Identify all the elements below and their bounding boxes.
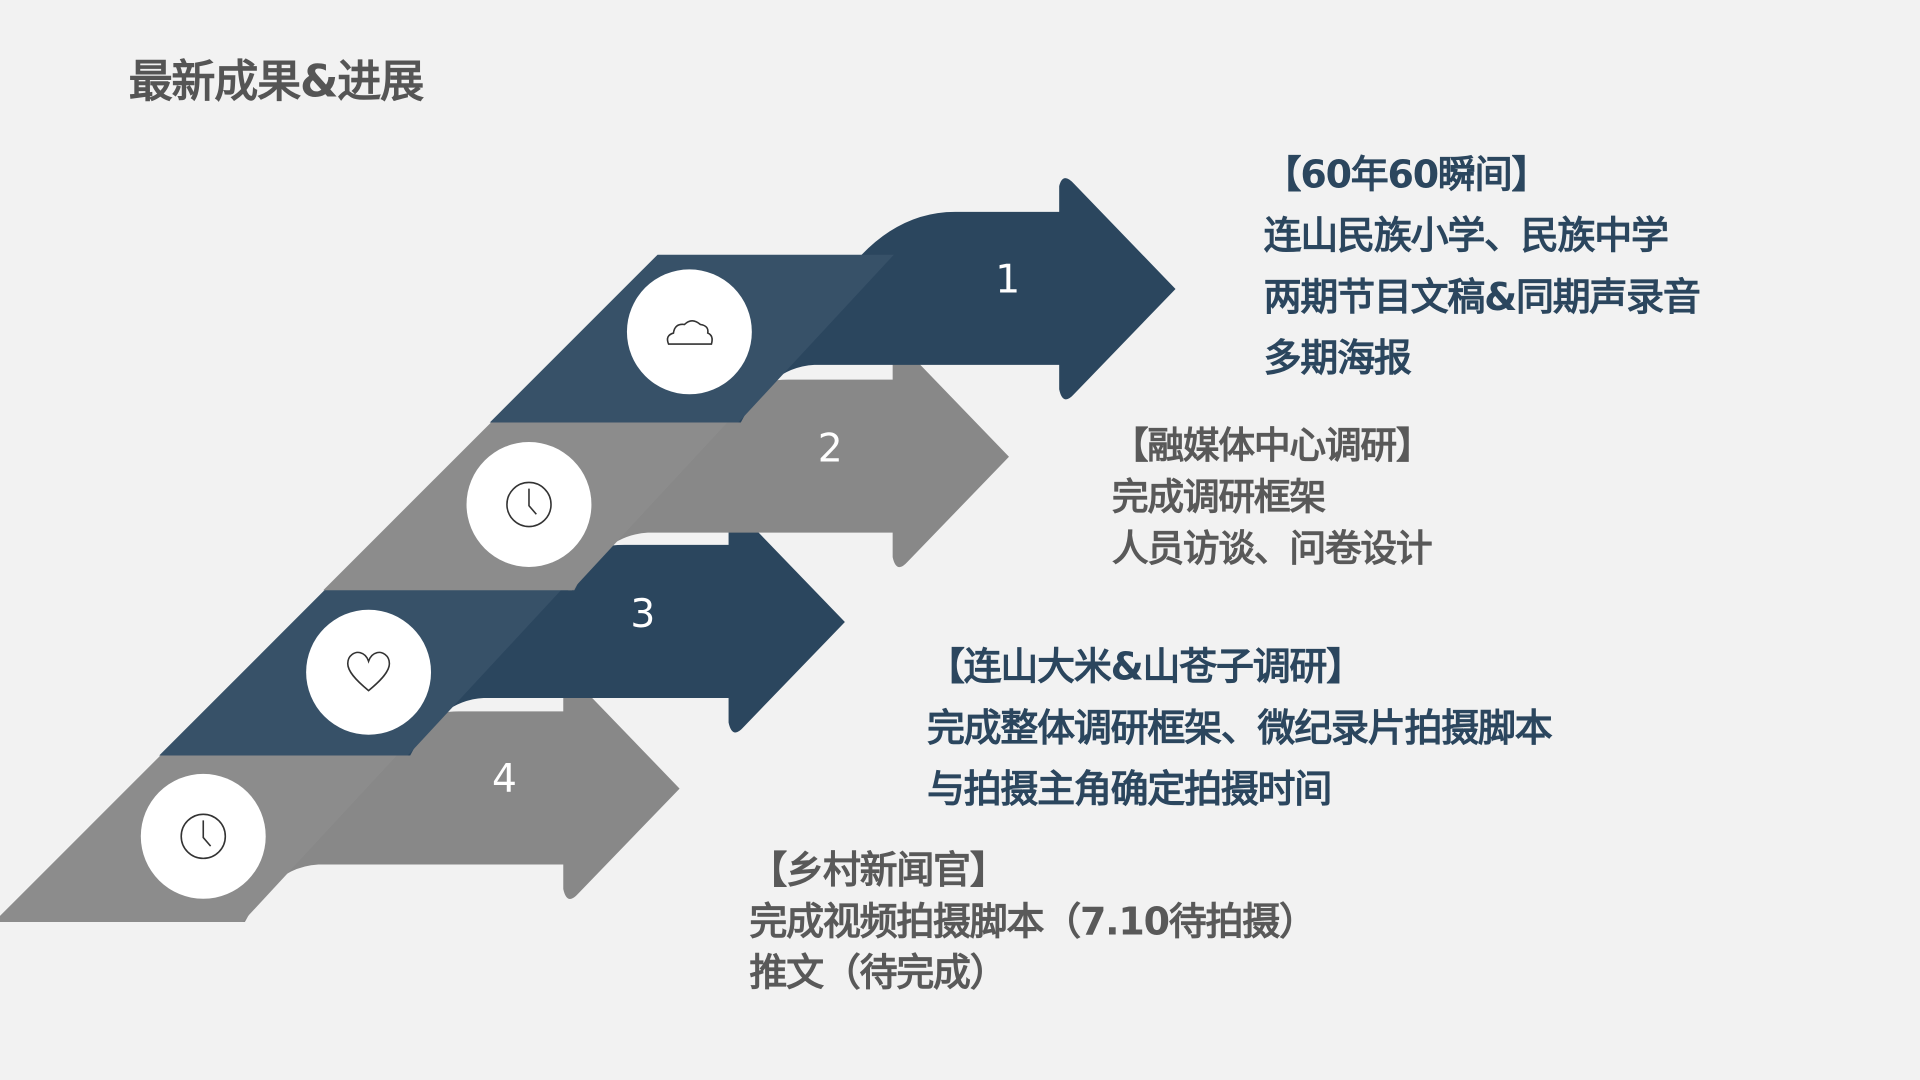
step-3-number: 3 bbox=[630, 590, 656, 637]
step-1-icon-circle bbox=[626, 269, 752, 395]
step-4-line: 完成视频拍摄脚本（7.10待拍摄） bbox=[749, 900, 1317, 945]
step-1-number: 1 bbox=[995, 255, 1021, 303]
step-1-line: 连山民族小学、民族中学 bbox=[1263, 214, 1669, 259]
clock-icon bbox=[180, 813, 227, 860]
step-2-line: 人员访谈、问卷设计 bbox=[1111, 527, 1433, 571]
step-4-line: 推文（待完成） bbox=[749, 951, 1007, 996]
clock-icon bbox=[506, 481, 552, 528]
page-title: 最新成果&进展 bbox=[128, 57, 425, 108]
step-2-icon-circle bbox=[466, 442, 592, 567]
heart-icon bbox=[346, 651, 391, 692]
step-3-description: 【连山大米&山苍子调研】 完成整体调研框架、微纪录片拍摄脚本 与拍摄主角确定拍摄… bbox=[926, 637, 1553, 821]
step-1-line: 多期海报 bbox=[1263, 336, 1412, 381]
step-1-description: 【60年60瞬间】 连山民族小学、民族中学 两期节目文稿&同期声录音 多期海报 bbox=[1263, 144, 1701, 389]
step-2-description: 【融媒体中心调研】 完成调研框架 人员访谈、问卷设计 bbox=[1111, 421, 1433, 575]
step-2-heading: 【融媒体中心调研】 bbox=[1111, 424, 1433, 468]
step-3-icon-circle bbox=[306, 609, 432, 735]
step-4-description: 【乡村新闻官】 完成视频拍摄脚本（7.10待拍摄） 推文（待完成） bbox=[749, 845, 1317, 999]
step-4-number: 4 bbox=[492, 755, 517, 803]
step-4-icon-circle bbox=[140, 773, 266, 899]
step-1-line: 两期节目文稿&同期声录音 bbox=[1263, 275, 1701, 320]
cloud-icon bbox=[666, 320, 713, 345]
step-3-line: 完成整体调研框架、微纪录片拍摄脚本 bbox=[926, 706, 1553, 751]
step-2-number: 2 bbox=[817, 424, 843, 472]
step-3-heading: 【连山大米&山苍子调研】 bbox=[926, 645, 1364, 690]
step-2-line: 完成调研框架 bbox=[1111, 476, 1326, 520]
step-1-heading: 【60年60瞬间】 bbox=[1263, 153, 1550, 198]
step-3-line: 与拍摄主角确定拍摄时间 bbox=[926, 767, 1332, 812]
step-4-heading: 【乡村新闻官】 bbox=[749, 848, 1007, 893]
